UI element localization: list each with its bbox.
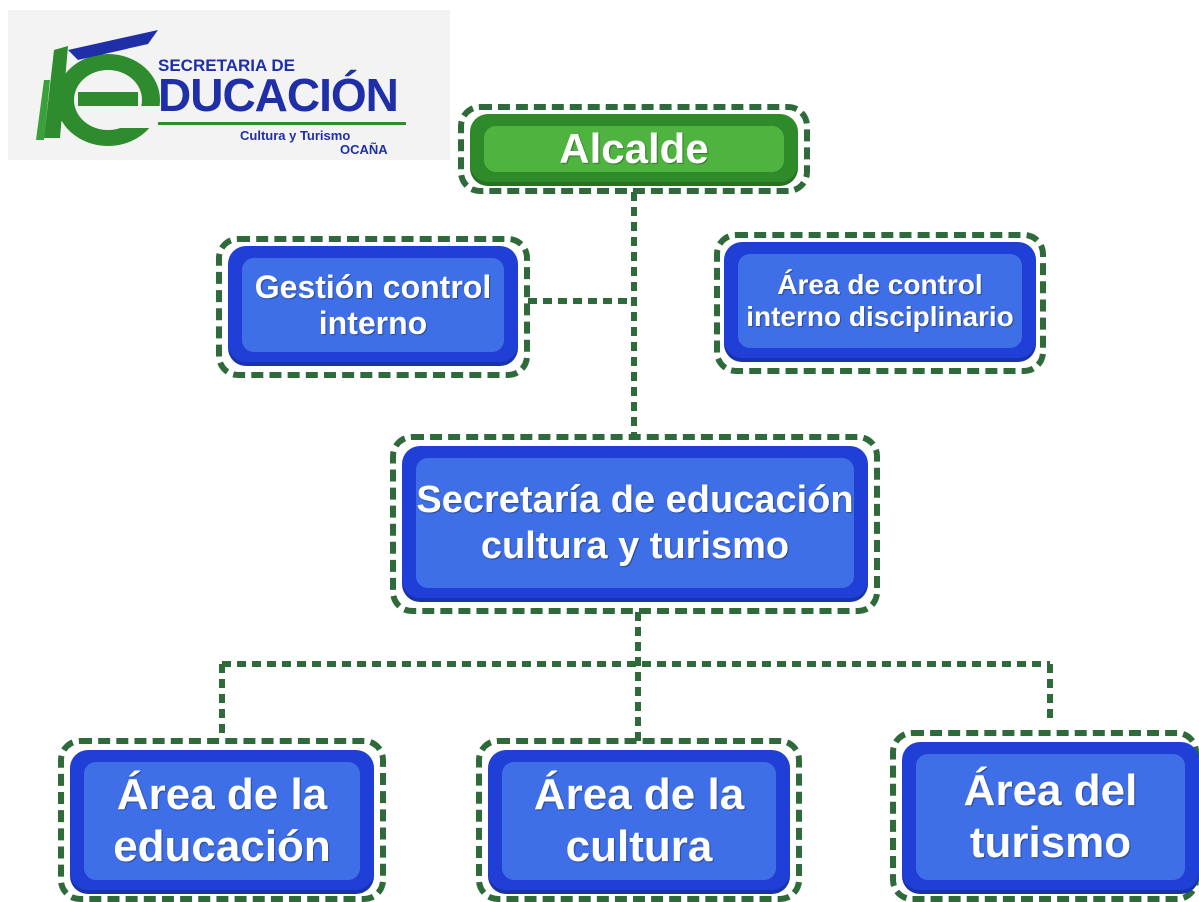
gestion-frame bbox=[216, 236, 530, 378]
node-turismo-line2: turismo bbox=[969, 818, 1132, 867]
node-gestion-control-interno: Gestión control interno bbox=[228, 246, 518, 366]
node-secretaria: Secretaría de educación cultura y turism… bbox=[402, 446, 868, 602]
cultura-frame bbox=[476, 738, 802, 902]
logo-e-mark bbox=[36, 30, 164, 146]
alcalde-frame bbox=[458, 104, 810, 194]
node-educacion-line2: educación bbox=[113, 822, 331, 871]
node-educacion-line1: Área de la bbox=[116, 770, 328, 819]
node-cultura-line1: Área de la bbox=[533, 770, 745, 819]
area-control-frame bbox=[714, 232, 1046, 374]
node-gestion-line1: Gestión control bbox=[254, 269, 492, 305]
logo-underline bbox=[158, 122, 406, 125]
node-area-cultura: Área de la cultura bbox=[488, 750, 790, 894]
node-alcalde: Alcalde bbox=[470, 114, 798, 186]
node-area-control-line1: Área de control bbox=[777, 269, 983, 300]
node-alcalde-label: Alcalde bbox=[559, 125, 709, 172]
node-secretaria-line2: cultura y turismo bbox=[480, 525, 790, 567]
node-area-control-line2: interno disciplinario bbox=[746, 301, 1014, 332]
logo: SECRETARIA DE DUCACIÓN Cultura y Turismo… bbox=[8, 10, 450, 160]
logo-city: OCAÑA bbox=[340, 142, 388, 157]
node-turismo-line1: Área del bbox=[963, 766, 1138, 815]
node-area-educacion: Área de la educación bbox=[70, 750, 374, 894]
logo-subtitle: Cultura y Turismo bbox=[240, 128, 351, 143]
logo-title-line1: SECRETARIA DE bbox=[158, 56, 295, 75]
node-cultura-line2: cultura bbox=[565, 822, 713, 871]
node-area-control-disciplinario: Área de control interno disciplinario bbox=[724, 242, 1036, 362]
logo-title-line2: DUCACIÓN bbox=[158, 69, 399, 121]
educacion-frame bbox=[58, 738, 386, 902]
secretaria-frame bbox=[390, 434, 880, 614]
node-gestion-line2: interno bbox=[318, 305, 428, 341]
node-area-turismo: Área del turismo bbox=[902, 742, 1199, 894]
node-secretaria-line1: Secretaría de educación bbox=[416, 479, 854, 521]
